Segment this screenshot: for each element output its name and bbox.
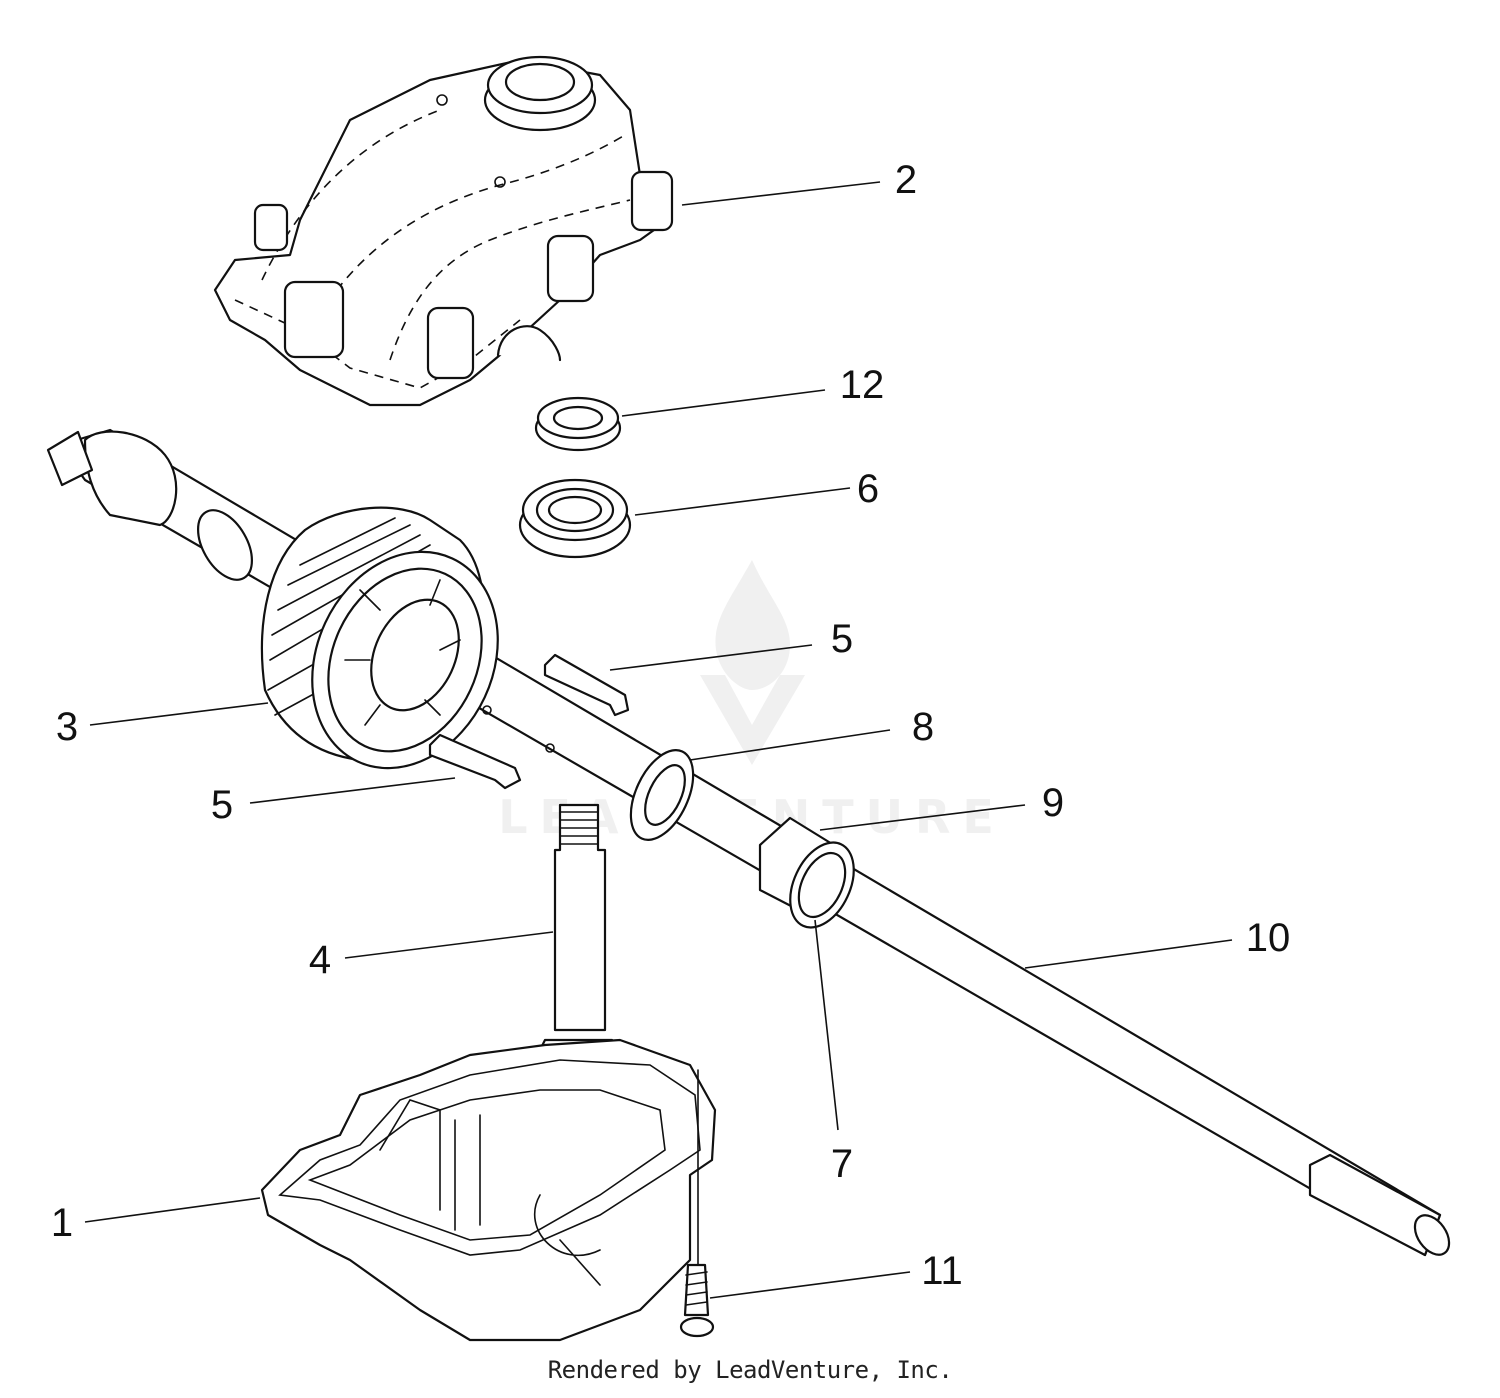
leader-lines xyxy=(84,181,1233,1299)
part-11-screw xyxy=(679,1069,715,1338)
callout-5-upper: 5 xyxy=(831,617,853,661)
render-credit: Rendered by LeadVenture, Inc. xyxy=(547,1356,953,1384)
part-5-key-lower xyxy=(428,733,522,790)
callout-3: 3 xyxy=(56,705,78,749)
callout-1: 1 xyxy=(51,1201,73,1245)
callout-7: 7 xyxy=(831,1142,853,1186)
callout-labels: 2 12 6 5 3 8 5 9 4 10 7 1 11 xyxy=(51,158,1290,1293)
callout-6: 6 xyxy=(857,467,879,511)
shaft-hole-2 xyxy=(545,743,555,753)
callout-11: 11 xyxy=(921,1249,963,1293)
part-8-washer xyxy=(629,749,695,841)
watermark-v-icon xyxy=(700,675,805,765)
part-3-gear xyxy=(260,506,499,770)
part-2-upper-housing xyxy=(213,55,674,407)
callout-4: 4 xyxy=(309,938,331,982)
part-9-bushing xyxy=(758,816,855,929)
part-5-key-upper xyxy=(543,653,630,717)
callout-9: 9 xyxy=(1042,781,1064,825)
callout-10: 10 xyxy=(1246,916,1291,960)
callout-12: 12 xyxy=(840,363,885,407)
watermark: LEADVENTURE xyxy=(498,560,994,844)
callout-5-lower: 5 xyxy=(211,783,233,827)
watermark-flame-icon xyxy=(715,560,790,690)
part-6-bearing xyxy=(518,478,632,559)
callout-2: 2 xyxy=(895,158,917,202)
part-1-lower-housing xyxy=(260,1038,717,1342)
callout-8: 8 xyxy=(912,705,934,749)
part-10-axle-shaft xyxy=(46,428,1451,1257)
part-12-seal xyxy=(534,396,622,452)
shaft-hole-1 xyxy=(482,705,492,715)
